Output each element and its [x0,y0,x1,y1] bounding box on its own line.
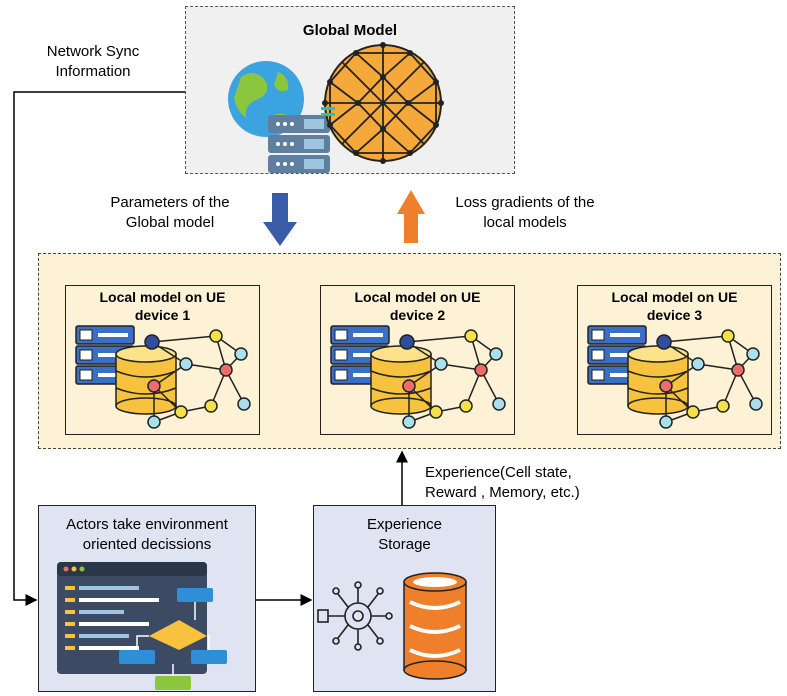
experience-label-line1: Experience(Cell state, [425,464,572,481]
experience-label: Experience(Cell state, Reward , Memory, … [425,463,610,503]
local-model-illustration-2 [330,325,506,429]
local-model-illustration-1 [75,325,251,429]
gradients-up-arrow [397,190,425,243]
code-window-icon [57,562,207,674]
ai-chip-icon [317,581,393,651]
connector-dash-icon [321,107,335,116]
global-model-box: Global Model [185,6,515,174]
loss-gradients-label-line2: local models [483,214,567,231]
database-icon [403,572,467,680]
parameters-label: Parameters of the Global model [80,193,260,233]
parameters-label-line2: Global model [125,214,215,231]
global-model-title: Global Model [302,22,398,39]
network-sync-label-line2: Information [55,63,131,80]
server-icon [268,115,330,173]
local-model-illustration-3 [587,325,763,429]
network-sync-label-line1: Network Sync [46,43,140,60]
parameters-label-line1: Parameters of the [110,194,230,211]
parameters-down-arrow [263,193,297,246]
actors-illustration [57,562,227,690]
global-model-illustration [228,42,444,173]
loss-gradients-label: Loss gradients of the local models [430,193,620,233]
neural-sphere-icon [324,44,442,162]
flowchart-icon [119,588,227,690]
experience-label-line2: Reward , Memory, etc.) [425,484,580,501]
sphere-node-dots [322,42,444,164]
loss-gradients-label-line1: Loss gradients of the [455,194,595,211]
storage-illustration [317,572,467,680]
network-sync-label: Network Sync Information [28,42,158,82]
network-sync-line [13,91,185,606]
